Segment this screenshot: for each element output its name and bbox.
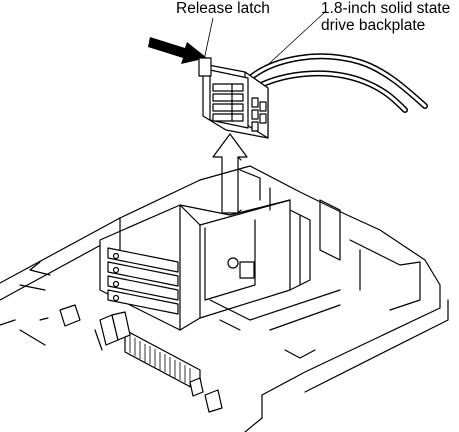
backplate-tabs <box>251 97 267 132</box>
drive-bays <box>107 247 179 315</box>
backplate-callout-line-2: drive backplate <box>321 17 426 34</box>
backplate-connectors <box>212 83 244 122</box>
release-latch-leader <box>203 17 214 61</box>
dimm-connector <box>124 329 201 393</box>
backplate-cables <box>247 53 428 113</box>
small-connectors <box>39 304 223 413</box>
ssd-backplate <box>198 57 269 139</box>
backplate-leader <box>259 11 326 73</box>
backplate-callout-line-1: 1.8-inch solid state <box>321 0 451 17</box>
push-arrow <box>148 37 207 64</box>
lift-arrow <box>212 133 248 214</box>
server-chassis <box>0 165 449 432</box>
release-latch-callout: Release latch <box>176 0 270 17</box>
